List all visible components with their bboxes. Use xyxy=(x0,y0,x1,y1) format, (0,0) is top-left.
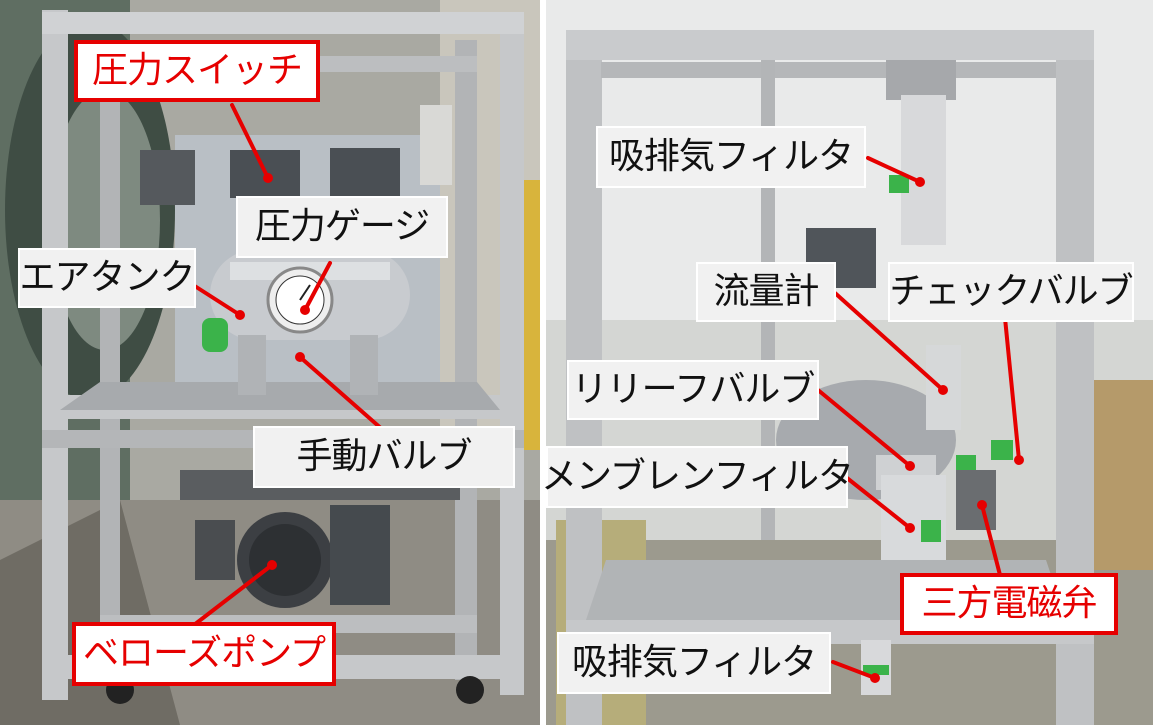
left-photo xyxy=(0,0,540,725)
label-air-tank: エアタンク xyxy=(18,248,196,308)
label-pressure-switch: 圧力スイッチ xyxy=(74,40,320,102)
left-photo-scene xyxy=(0,0,540,725)
label-pressure-gauge: 圧力ゲージ xyxy=(236,196,448,258)
label-check-valve: チェックバルブ xyxy=(888,262,1134,322)
label-manual-valve: 手動バルブ xyxy=(253,426,515,488)
label-three-way-solenoid: 三方電磁弁 xyxy=(900,573,1118,635)
label-bellows-pump: ベローズポンプ xyxy=(72,622,336,686)
label-intake-filter-top: 吸排気フィルタ xyxy=(596,126,866,188)
label-membrane-filter: メンブレンフィルタ xyxy=(541,446,854,508)
label-intake-filter-bottom: 吸排気フィルタ xyxy=(557,632,831,694)
label-relief-valve: リリーフバルブ xyxy=(567,360,819,420)
label-flow-meter: 流量計 xyxy=(696,262,836,322)
